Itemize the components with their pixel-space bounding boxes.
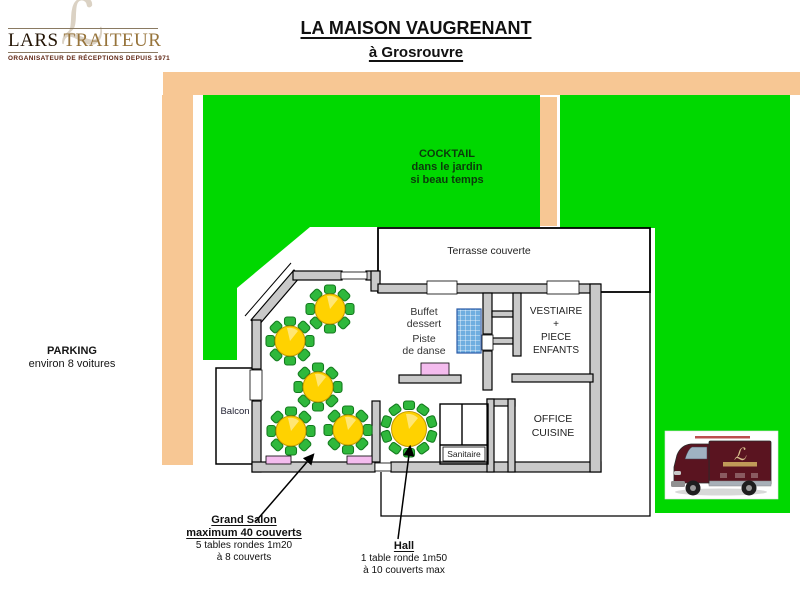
vestiaire-line-3: PIECE: [540, 332, 571, 343]
balcon-label-text: Balcon: [220, 406, 250, 417]
piste-line-1: Piste: [412, 333, 436, 345]
buffet-line-1: Buffet: [410, 306, 438, 318]
hall-detail-2: à 10 couverts max: [363, 565, 445, 576]
page-title: LA MAISON VAUGRENANT: [301, 18, 532, 39]
grand-salon-annotation: Grand Salon maximum 40 couverts 5 tables…: [186, 514, 302, 564]
hall-title: Hall: [393, 540, 415, 552]
cocktail-line-1: COCKTAIL: [418, 148, 476, 160]
lawn-right: [560, 95, 790, 513]
logo-word-lars: LARS: [8, 30, 59, 51]
logo-word-traiteur: TRAITEUR: [63, 30, 162, 51]
garden-paths: [162, 72, 800, 465]
grand-salon-detail-2: à 8 couverts: [216, 552, 272, 563]
stairs-icon: [456, 308, 482, 354]
buffet-line-2: dessert: [406, 318, 442, 330]
vestiaire-label: VESTIAIRE + PIECE ENFANTS: [530, 305, 582, 357]
door-openings: [249, 271, 580, 472]
logo-tagline: ORGANISATEUR DE RÉCEPTIONS DEPUIS 1971: [8, 55, 171, 62]
sanitaire-label: Sanitaire: [447, 449, 481, 459]
parking-title: PARKING: [47, 345, 97, 357]
logo-rule-bottom: [8, 52, 158, 53]
piste-label: Piste de danse: [402, 333, 445, 357]
annotation-arrows: [255, 444, 415, 540]
vestiaire-line-2: +: [553, 319, 559, 330]
delivery-truck-illustration: ℒ: [664, 430, 779, 500]
page-subtitle: à Grosrouvre: [369, 44, 463, 61]
truck-logo-monogram: ℒ: [734, 445, 747, 465]
hall-annotation: Hall 1 table ronde 1m50 à 10 couverts ma…: [361, 540, 447, 577]
hall-table: [381, 401, 438, 457]
buffet-label: Buffet dessert: [407, 306, 441, 330]
grand-salon-title-2: maximum 40 couverts: [186, 527, 302, 539]
cocktail-line-3: si beau temps: [410, 174, 484, 186]
logo-rule-top: [8, 28, 158, 29]
grand-salon-title: Grand Salon: [211, 514, 277, 526]
salon-table-1: [306, 285, 354, 333]
vestiaire-line-4: ENFANTS: [532, 345, 580, 356]
parking-detail: environ 8 voitures: [28, 358, 116, 370]
office-label: OFFICE CUISINE: [532, 412, 575, 440]
sanitaire-partitions: [439, 403, 489, 465]
radiators: [265, 362, 450, 465]
logo-monogram: ℒ: [60, 0, 105, 59]
courtyard-boundary: [380, 292, 651, 517]
grand-salon-detail-1: 5 tables rondes 1m20: [195, 540, 293, 551]
piste-line-2: de danse: [402, 345, 446, 357]
balcon-label: Balcon: [220, 406, 249, 417]
building-walls: [244, 262, 602, 473]
terrasse-label: Terrasse couverte: [447, 245, 530, 257]
cocktail-line-2: dans le jardin: [411, 161, 483, 173]
salon-table-3: [294, 363, 342, 411]
salon-table-5: [324, 406, 372, 454]
terrasse-label-text: Terrasse couverte: [447, 245, 531, 257]
office-line-1: OFFICE: [533, 413, 573, 425]
sanitaire-label-text: Sanitaire: [447, 449, 481, 459]
terrasse-room: [377, 227, 651, 293]
office-line-2: CUISINE: [531, 427, 575, 439]
logo-wordmark: LARS TRAITEUR: [8, 30, 161, 52]
page-title-text: LA MAISON VAUGRENANT: [300, 18, 532, 38]
garden-lawns: [203, 95, 790, 513]
salon-table-4: [267, 407, 315, 455]
page-subtitle-text: à Grosrouvre: [368, 44, 464, 61]
logo: ℒ LARS TRAITEUR ORGANISATEUR DE RÉCEPTIO…: [8, 0, 171, 66]
lawn-left: [203, 95, 540, 360]
vestiaire-line-1: VESTIAIRE: [529, 306, 583, 317]
salon-table-2: [266, 317, 314, 365]
hall-detail-1: 1 table ronde 1m50: [360, 553, 448, 564]
cocktail-note: COCKTAIL dans le jardin si beau temps: [410, 148, 483, 187]
parking-label: PARKING environ 8 voitures: [29, 345, 116, 371]
